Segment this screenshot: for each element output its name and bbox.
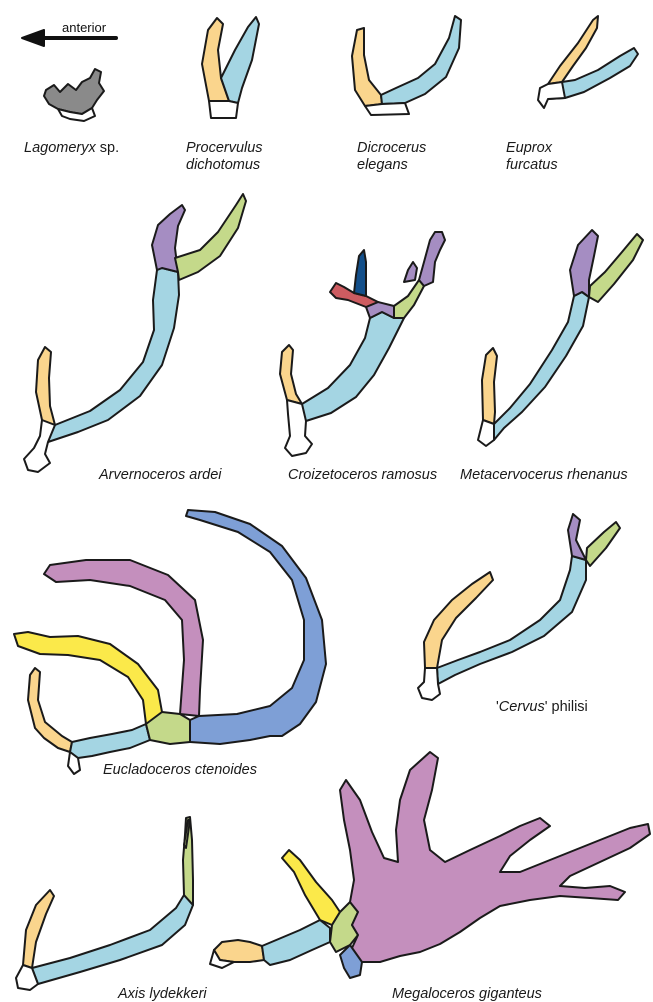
label-croizetoceros: Croizetoceros ramosus <box>288 467 437 484</box>
croizetoceros-antler <box>280 232 445 456</box>
label-cervus-philisi: 'Cervus' philisi <box>496 699 588 716</box>
megaloceros-antler <box>210 752 650 978</box>
eucladoceros-antler <box>14 510 326 774</box>
label-axis: Axis lydekkeri <box>118 986 207 1002</box>
arvernoceros-antler <box>24 194 246 472</box>
cervus-philisi-antler <box>418 514 620 700</box>
procervulus-antler <box>202 17 259 118</box>
axis-antler <box>16 817 193 990</box>
label-eucladoceros: Eucladoceros ctenoides <box>103 762 257 779</box>
label-lagomeryx: Lagomeryx sp. <box>24 140 119 157</box>
lagomeryx-antler <box>44 69 104 121</box>
label-metacervocerus: Metacervocerus rhenanus <box>460 467 628 484</box>
dicrocerus-antler <box>352 16 461 115</box>
anterior-label: anterior <box>62 20 106 35</box>
label-megaloceros: Megaloceros giganteus <box>392 986 542 1002</box>
label-arvernoceros: Arvernoceros ardei <box>99 467 222 484</box>
metacervocerus-antler <box>478 230 643 446</box>
euprox-antler <box>538 16 638 108</box>
